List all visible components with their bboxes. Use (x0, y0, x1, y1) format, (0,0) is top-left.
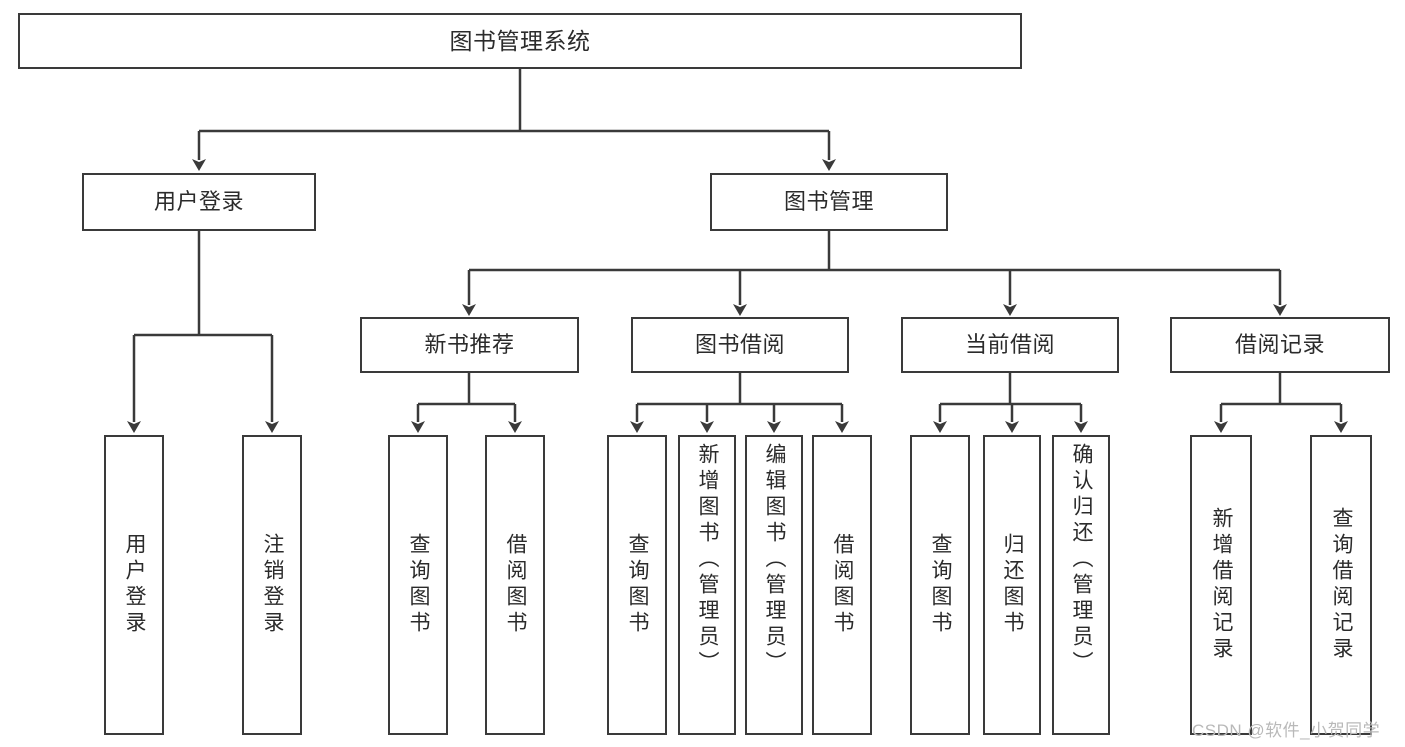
node-leaf-label: 归还图书 (1001, 533, 1025, 637)
node-leaf[interactable]: 借阅图书 (812, 435, 872, 735)
node-leaf[interactable]: 查询借阅记录 (1310, 435, 1372, 735)
node-level2-label: 图书管理 (783, 189, 874, 215)
leaf-text-wrap: 新增图书（管理员） (680, 437, 734, 739)
node-leaf-label: 用户登录 (123, 533, 147, 637)
node-leaf-label: 借阅图书 (831, 533, 855, 637)
node-leaf-label: 查询图书 (929, 533, 953, 637)
node-leaf[interactable]: 注销登录 (242, 435, 302, 735)
node-leaf-label: 注销登录 (261, 533, 285, 637)
leaf-text-wrap: 查询图书 (912, 437, 968, 733)
node-level3[interactable]: 借阅记录 (1170, 317, 1390, 373)
watermark: CSDN @软件_小贺同学 (1192, 721, 1381, 740)
node-leaf[interactable]: 用户登录 (104, 435, 164, 735)
node-level2[interactable]: 用户登录 (82, 173, 316, 231)
node-level2-label: 用户登录 (153, 189, 244, 215)
leaf-text-wrap: 查询借阅记录 (1312, 437, 1370, 733)
node-leaf[interactable]: 查询图书 (607, 435, 667, 735)
node-leaf[interactable]: 编辑图书（管理员） (745, 435, 803, 735)
node-level3-label: 图书借阅 (694, 332, 785, 358)
leaf-text-wrap: 确认归还（管理员） (1054, 437, 1108, 739)
node-leaf[interactable]: 新增借阅记录 (1190, 435, 1252, 735)
node-level3-label: 当前借阅 (964, 332, 1055, 358)
node-leaf[interactable]: 查询图书 (388, 435, 448, 735)
leaf-text-wrap: 查询图书 (609, 437, 665, 733)
node-level3[interactable]: 当前借阅 (901, 317, 1119, 373)
node-level3-label: 借阅记录 (1234, 332, 1325, 358)
node-leaf[interactable]: 新增图书（管理员） (678, 435, 736, 735)
node-level3[interactable]: 新书推荐 (360, 317, 579, 373)
node-leaf-label: 查询图书 (626, 533, 650, 637)
node-leaf[interactable]: 借阅图书 (485, 435, 545, 735)
node-leaf-label: 借阅图书 (504, 533, 528, 637)
node-leaf-label: 确认归还（管理员） (1070, 443, 1094, 677)
leaf-text-wrap: 借阅图书 (487, 437, 543, 733)
node-leaf[interactable]: 确认归还（管理员） (1052, 435, 1110, 735)
node-leaf-label: 新增借阅记录 (1210, 507, 1234, 663)
node-level2[interactable]: 图书管理 (710, 173, 948, 231)
node-leaf-label: 编辑图书（管理员） (763, 443, 787, 677)
leaf-text-wrap: 归还图书 (985, 437, 1039, 733)
node-root-label: 图书管理系统 (449, 27, 591, 54)
node-root[interactable]: 图书管理系统 (18, 13, 1022, 69)
node-leaf-label: 新增图书（管理员） (696, 443, 720, 677)
node-leaf-label: 查询借阅记录 (1330, 507, 1354, 663)
leaf-text-wrap: 注销登录 (244, 437, 300, 733)
leaf-text-wrap: 新增借阅记录 (1192, 437, 1250, 733)
leaf-text-wrap: 查询图书 (390, 437, 446, 733)
leaf-text-wrap: 编辑图书（管理员） (747, 437, 801, 739)
node-leaf[interactable]: 查询图书 (910, 435, 970, 735)
node-leaf[interactable]: 归还图书 (983, 435, 1041, 735)
node-level3-label: 新书推荐 (424, 332, 515, 358)
leaf-text-wrap: 用户登录 (106, 437, 162, 733)
node-level3[interactable]: 图书借阅 (631, 317, 849, 373)
node-leaf-label: 查询图书 (407, 533, 431, 637)
leaf-text-wrap: 借阅图书 (814, 437, 870, 733)
